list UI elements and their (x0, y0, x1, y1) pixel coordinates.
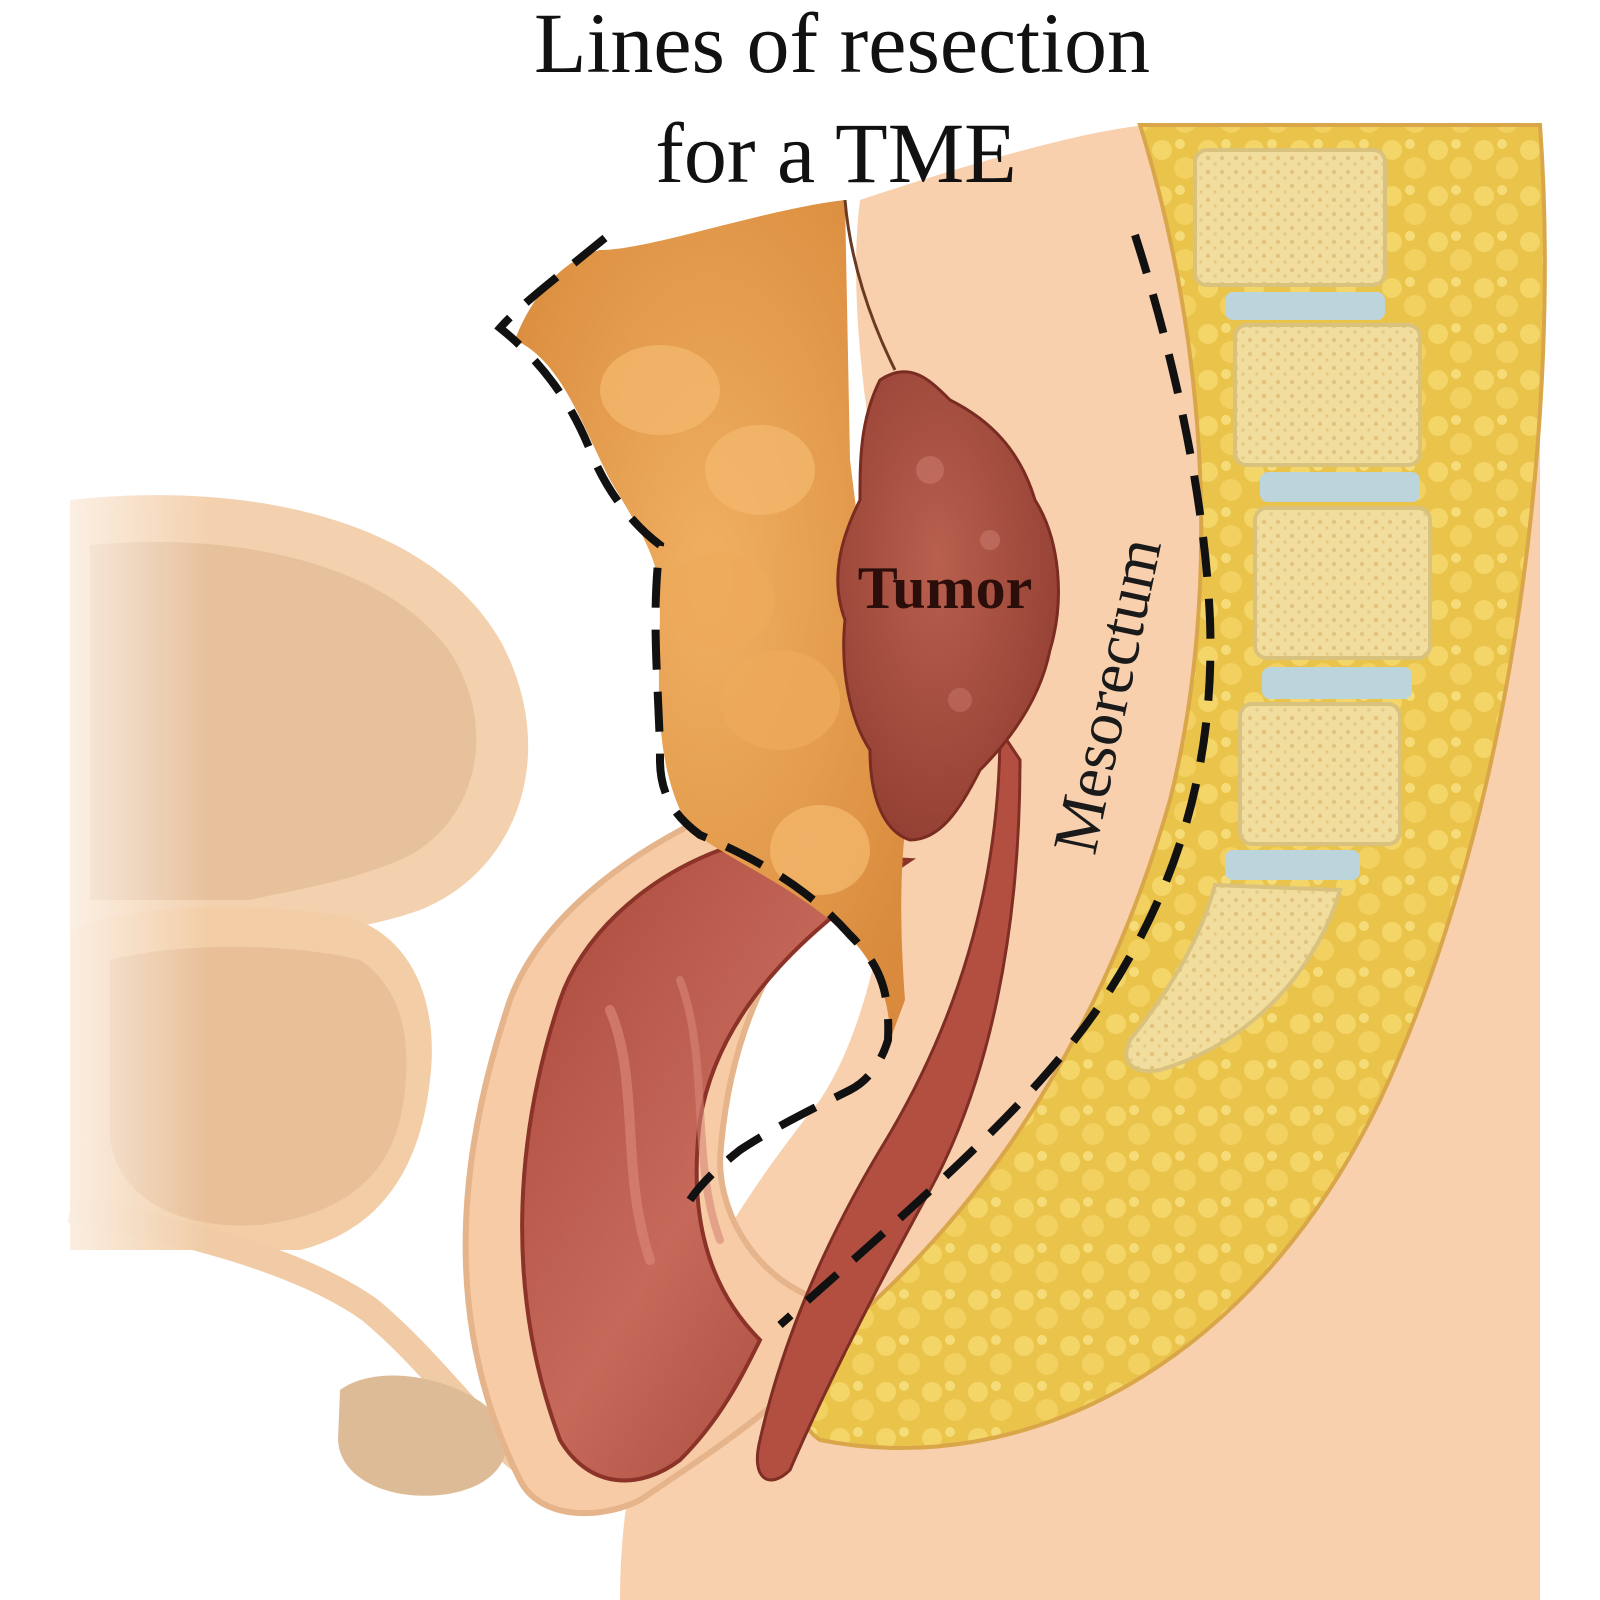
tumor-texture (916, 456, 944, 484)
intervertebral-disc (1260, 472, 1420, 502)
fat-lobule (705, 425, 815, 515)
vertebral-column (1124, 148, 1432, 1073)
diagram-title-line-2: for a TME (655, 105, 1016, 201)
rectal-fold (676, 976, 724, 1244)
posterior-resection-line (777, 233, 1215, 1328)
tumor-texture (980, 530, 1000, 550)
fat-lobule (770, 805, 870, 895)
tumor-texture (948, 688, 972, 712)
vertebra (1233, 323, 1422, 467)
fat-lobule (720, 650, 840, 750)
intervertebral-disc (1225, 850, 1360, 880)
mesorectal-fat (515, 200, 905, 1040)
fat-lobule (600, 345, 720, 435)
vertebra (1193, 148, 1387, 287)
intervertebral-disc (1225, 292, 1385, 320)
peritoneal-reflection-line (843, 199, 897, 371)
coccyx (1124, 882, 1343, 1073)
rectum (520, 847, 917, 1483)
resection-lines (494, 233, 1215, 1328)
tumor-label: Tumor (858, 555, 1033, 621)
anal-canal-muscle (755, 725, 1022, 1482)
anterior-resection-line (494, 234, 893, 1203)
intervertebral-disc (1262, 667, 1412, 699)
tumor (836, 370, 1060, 842)
fat-lobule (665, 552, 775, 648)
vertebra (1238, 702, 1402, 846)
rectal-fold (605, 1005, 655, 1265)
diagram-title-line-1: Lines of resection (534, 0, 1150, 91)
vertebra (1253, 506, 1432, 660)
